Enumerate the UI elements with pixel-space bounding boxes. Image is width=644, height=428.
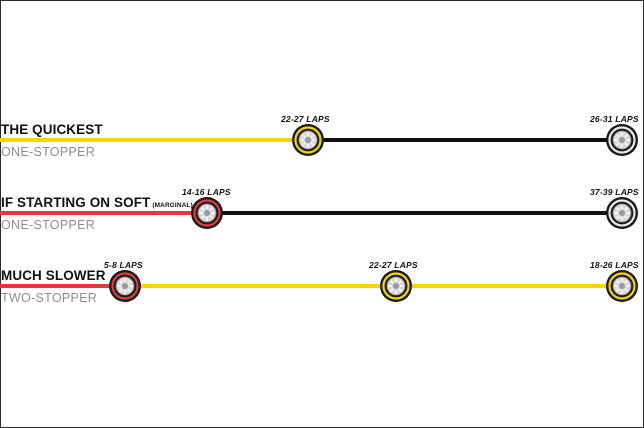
stint-laps-label: 22-27 LAPS: [281, 114, 330, 124]
stint-laps-label: 18-26 LAPS: [590, 260, 639, 270]
stint-laps-label: 14-16 LAPS: [182, 187, 231, 197]
medium-tyre-icon: [606, 270, 638, 302]
hard-tyre-icon: [606, 197, 638, 229]
strategy-title-text: THE QUICKEST: [1, 122, 103, 137]
strategy-title-text: IF STARTING ON SOFT: [1, 195, 151, 210]
strategy-title-text: MUCH SLOWER: [1, 268, 106, 283]
stint-laps-label: 26-31 LAPS: [590, 114, 639, 124]
strategy-title: MUCH SLOWER: [1, 268, 106, 283]
strategy-row-1: THE QUICKEST ONE-STOPPER 22-27 LAPS 26-3…: [0, 110, 644, 180]
soft-tyre-icon: [109, 270, 141, 302]
stint-bar-hard: [222, 211, 608, 215]
soft-tyre-icon: [191, 197, 223, 229]
strategy-row-2: IF STARTING ON SOFT(MARGINAL) ONE-STOPPE…: [0, 183, 644, 253]
stint-laps-label: 22-27 LAPS: [369, 260, 418, 270]
stint-bar-soft: [0, 284, 110, 288]
hard-tyre-icon: [606, 124, 638, 156]
strategy-title: IF STARTING ON SOFT(MARGINAL): [1, 195, 193, 210]
stint-bar-medium: [412, 284, 608, 288]
strategy-subtitle: TWO-STOPPER: [1, 291, 98, 305]
stint-bar-soft: [0, 211, 192, 215]
stint-bar-hard: [324, 138, 608, 142]
strategy-row-3: MUCH SLOWER TWO-STOPPER 5-8 LAPS 22-27 L…: [0, 256, 644, 326]
strategy-title: THE QUICKEST: [1, 122, 103, 137]
stint-bar-medium: [140, 284, 382, 288]
medium-tyre-icon: [380, 270, 412, 302]
stint-laps-label: 37-39 LAPS: [590, 187, 639, 197]
strategy-subtitle: ONE-STOPPER: [1, 218, 96, 232]
strategy-subtitle: ONE-STOPPER: [1, 145, 96, 159]
stint-bar-medium: [0, 138, 292, 142]
medium-tyre-icon: [292, 124, 324, 156]
stint-laps-label: 5-8 LAPS: [104, 260, 143, 270]
strategy-title-note: (MARGINAL): [152, 202, 193, 209]
